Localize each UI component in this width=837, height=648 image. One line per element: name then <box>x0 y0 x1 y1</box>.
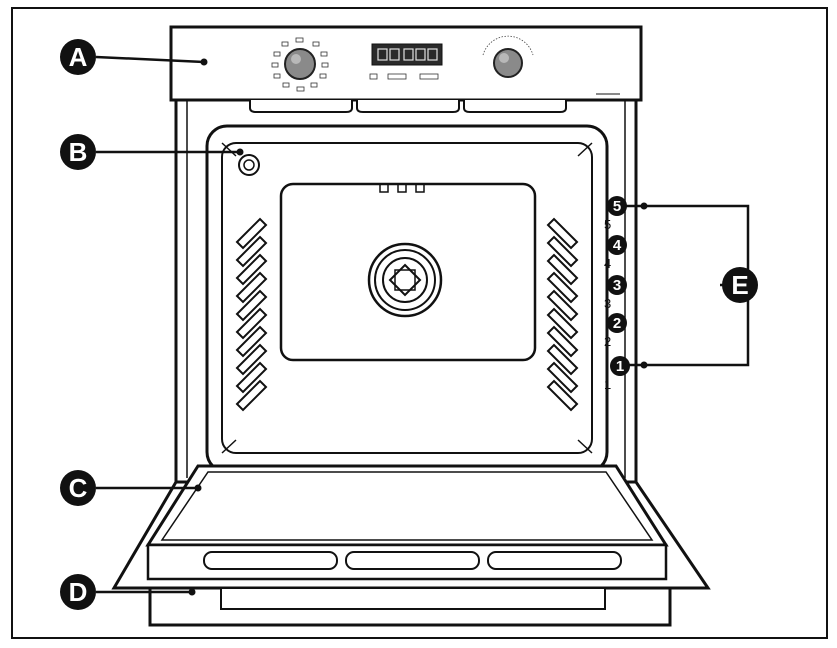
control-panel <box>169 25 643 102</box>
callout-d: D <box>60 574 96 610</box>
shelf-level-4-caption: 4 <box>604 256 611 271</box>
shelf-level-2: 2 2 <box>604 313 627 349</box>
leader-line-a <box>95 55 205 64</box>
function-knob <box>271 37 329 92</box>
callout-b: B <box>60 134 96 170</box>
shelf-level-5-badge: 5 <box>613 198 621 215</box>
lower-drawer <box>148 587 672 627</box>
shelf-level-1-badge: 1 <box>616 358 624 375</box>
oven-cavity <box>205 124 609 474</box>
shelf-level-2-caption: 2 <box>604 334 611 349</box>
oven-lamp <box>238 154 260 176</box>
temperature-knob <box>482 35 534 78</box>
timer-display <box>369 43 443 80</box>
callout-b-label: B <box>69 137 88 167</box>
shelf-level-1-caption: 1 <box>604 377 611 392</box>
shelf-level-5: 5 5 <box>604 196 627 232</box>
shelf-level-3-badge: 3 <box>613 277 621 294</box>
callout-e-label: E <box>731 270 748 300</box>
shelf-level-2-badge: 2 <box>613 315 621 332</box>
shelf-level-3-caption: 3 <box>604 296 611 311</box>
rack-rails-left <box>235 217 268 412</box>
callout-d-label: D <box>69 577 88 607</box>
shelf-level-4-badge: 4 <box>613 237 622 254</box>
callout-c: C <box>60 470 96 506</box>
rack-rails-right <box>546 217 579 412</box>
vent-slots <box>249 100 567 113</box>
oven-door <box>111 464 711 590</box>
shelf-level-3: 3 3 <box>604 275 627 311</box>
callout-a: A <box>60 39 96 75</box>
callout-c-label: C <box>69 473 88 503</box>
shelf-level-4: 4 4 <box>604 235 627 271</box>
callout-e: E <box>722 267 758 303</box>
diagram-frame <box>11 7 828 639</box>
fan-cover <box>367 242 443 318</box>
leader-dots <box>188 58 648 596</box>
shelf-level-5-caption: 5 <box>604 217 611 232</box>
shelf-level-1: 1 1 <box>604 356 630 392</box>
callout-a-label: A <box>69 42 88 72</box>
